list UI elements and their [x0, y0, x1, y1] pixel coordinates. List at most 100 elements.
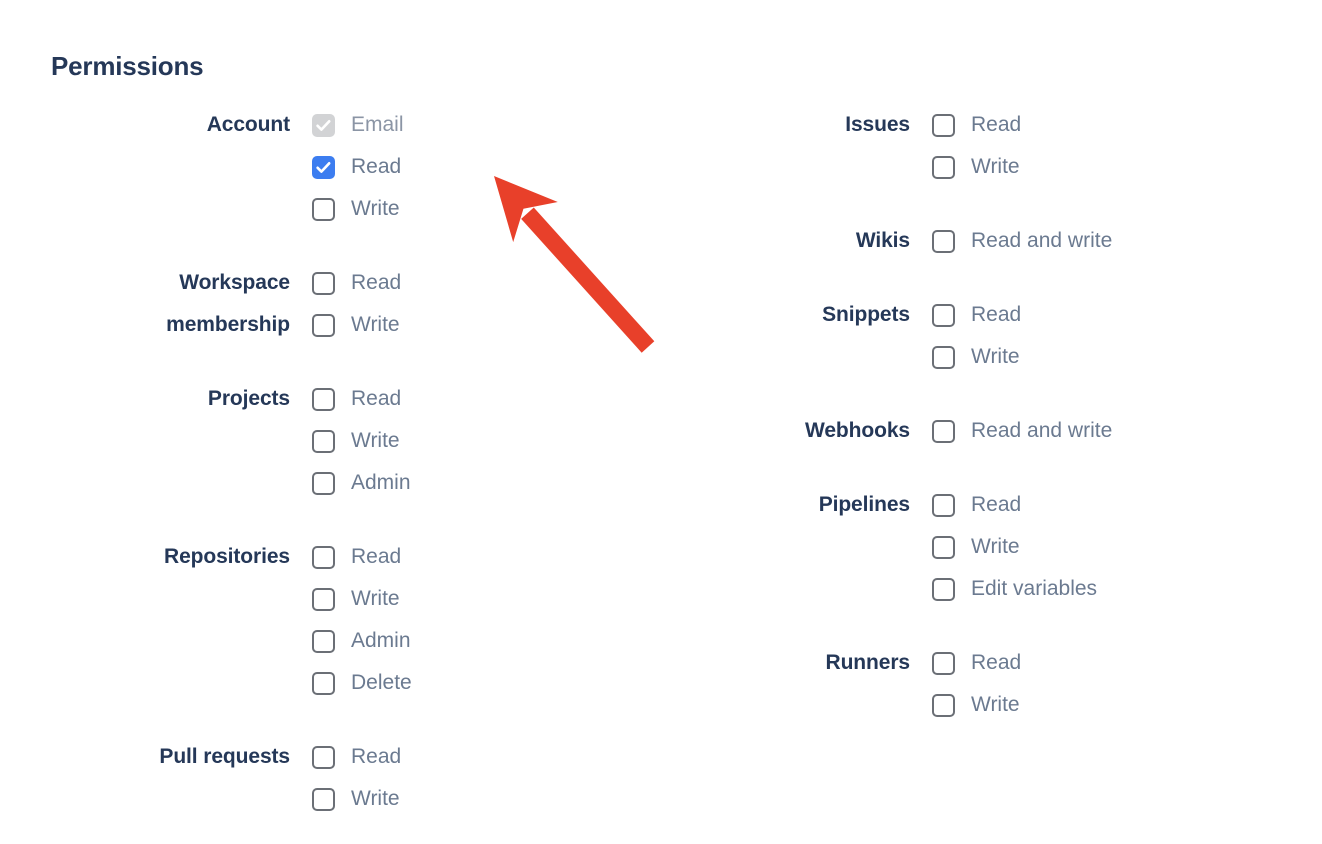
checkbox-unchecked-icon[interactable] — [932, 155, 955, 179]
permission-option-row[interactable]: Write — [312, 420, 660, 462]
permission-option-row[interactable]: Read — [932, 294, 1322, 336]
permission-group-label: Workspace membership — [166, 271, 290, 336]
permission-option-label[interactable]: Read — [351, 155, 402, 178]
permission-option-list: Read and write — [932, 410, 1322, 452]
permission-option-label[interactable]: Read — [351, 745, 402, 768]
permission-group-label: Pull requests — [159, 745, 290, 768]
checkbox-unchecked-icon[interactable] — [932, 693, 955, 717]
permission-option-label[interactable]: Read — [971, 303, 1022, 326]
permission-option-row[interactable]: Read — [932, 484, 1322, 526]
permission-option-list: Read and write — [932, 220, 1322, 262]
permission-option-row[interactable]: Write — [312, 578, 660, 620]
checkbox-unchecked-icon[interactable] — [932, 345, 955, 369]
permission-option-row[interactable]: Read — [312, 378, 660, 420]
permission-option-label[interactable]: Read — [351, 271, 402, 294]
permission-option-label[interactable]: Write — [351, 787, 400, 810]
permission-option-label[interactable]: Read — [971, 493, 1022, 516]
permission-option-label[interactable]: Write — [351, 313, 400, 336]
permission-option-label[interactable]: Edit variables — [971, 577, 1098, 600]
checkbox-unchecked-icon[interactable] — [932, 493, 955, 517]
checkbox-checked-disabled-icon — [312, 113, 335, 137]
permission-group-label: Account — [206, 113, 290, 136]
permission-option-label[interactable]: Write — [971, 155, 1020, 178]
checkbox-unchecked-icon[interactable] — [312, 387, 335, 411]
permission-option-row[interactable]: Delete — [312, 662, 660, 704]
permission-option-label[interactable]: Email — [351, 113, 404, 136]
permission-group-label: Runners — [825, 651, 911, 674]
permission-option-label[interactable]: Read — [351, 387, 402, 410]
permission-group-label: Projects — [207, 387, 290, 410]
permission-option-row[interactable]: Write — [312, 188, 660, 230]
permission-option-label[interactable]: Write — [971, 345, 1020, 368]
permission-option-row[interactable]: Write — [932, 684, 1322, 726]
permission-option-label[interactable]: Read and write — [971, 229, 1113, 252]
permission-option-row[interactable]: Read — [312, 146, 660, 188]
permission-option-label[interactable]: Read — [351, 545, 402, 568]
permission-option-label[interactable]: Admin — [351, 471, 411, 494]
permission-option-label[interactable]: Write — [351, 197, 400, 220]
checkbox-unchecked-icon[interactable] — [932, 419, 955, 443]
permission-option-row[interactable]: Write — [312, 778, 660, 820]
permission-option-label[interactable]: Write — [351, 587, 400, 610]
checkbox-unchecked-icon[interactable] — [312, 271, 335, 295]
permission-option-row[interactable]: Admin — [312, 620, 660, 662]
checkbox-unchecked-icon[interactable] — [932, 651, 955, 675]
checkbox-unchecked-icon[interactable] — [932, 577, 955, 601]
page-title: Permissions — [51, 51, 204, 81]
permission-option-row[interactable]: Admin — [312, 462, 660, 504]
checkbox-unchecked-icon[interactable] — [312, 545, 335, 569]
checkbox-unchecked-icon[interactable] — [312, 671, 335, 695]
permission-option-label[interactable]: Write — [971, 693, 1020, 716]
permission-group-label: Repositories — [164, 545, 290, 568]
permission-option-row[interactable]: Write — [932, 146, 1322, 188]
permission-option-label[interactable]: Delete — [351, 671, 412, 694]
permission-option-row[interactable]: Email — [312, 104, 660, 146]
checkbox-unchecked-icon[interactable] — [312, 629, 335, 653]
permission-option-label[interactable]: Write — [971, 535, 1020, 558]
permission-option-row[interactable]: Read — [312, 536, 660, 578]
checkbox-unchecked-icon[interactable] — [932, 113, 955, 137]
permission-option-row[interactable]: Read — [312, 736, 660, 778]
permission-option-label[interactable]: Read and write — [971, 419, 1113, 442]
checkbox-unchecked-icon[interactable] — [932, 535, 955, 559]
checkbox-unchecked-icon[interactable] — [312, 429, 335, 453]
permission-group-label: Issues — [845, 113, 910, 136]
checkbox-unchecked-icon[interactable] — [312, 197, 335, 221]
permission-option-row[interactable]: Read and write — [932, 220, 1322, 262]
permission-option-row[interactable]: Read — [932, 642, 1322, 684]
permission-option-row[interactable]: Read — [312, 262, 660, 304]
permission-group-label: Snippets — [822, 303, 910, 326]
checkbox-unchecked-icon[interactable] — [932, 229, 955, 253]
permission-option-row[interactable]: Edit variables — [932, 568, 1322, 610]
checkbox-unchecked-icon[interactable] — [932, 303, 955, 327]
permission-option-row[interactable]: Read — [932, 104, 1322, 146]
checkbox-unchecked-icon[interactable] — [312, 313, 335, 337]
permission-option-label[interactable]: Write — [351, 429, 400, 452]
permission-option-label[interactable]: Read — [971, 651, 1022, 674]
permission-option-label[interactable]: Admin — [351, 629, 411, 652]
permission-option-row[interactable]: Write — [932, 336, 1322, 378]
checkbox-checked-icon[interactable] — [312, 155, 335, 179]
permission-option-row[interactable]: Read and write — [932, 410, 1322, 452]
checkbox-unchecked-icon[interactable] — [312, 587, 335, 611]
permission-option-row[interactable]: Write — [932, 526, 1322, 568]
checkbox-unchecked-icon[interactable] — [312, 471, 335, 495]
permission-option-row[interactable]: Write — [312, 304, 660, 346]
checkbox-unchecked-icon[interactable] — [312, 787, 335, 811]
checkbox-unchecked-icon[interactable] — [312, 745, 335, 769]
permission-option-label[interactable]: Read — [971, 113, 1022, 136]
